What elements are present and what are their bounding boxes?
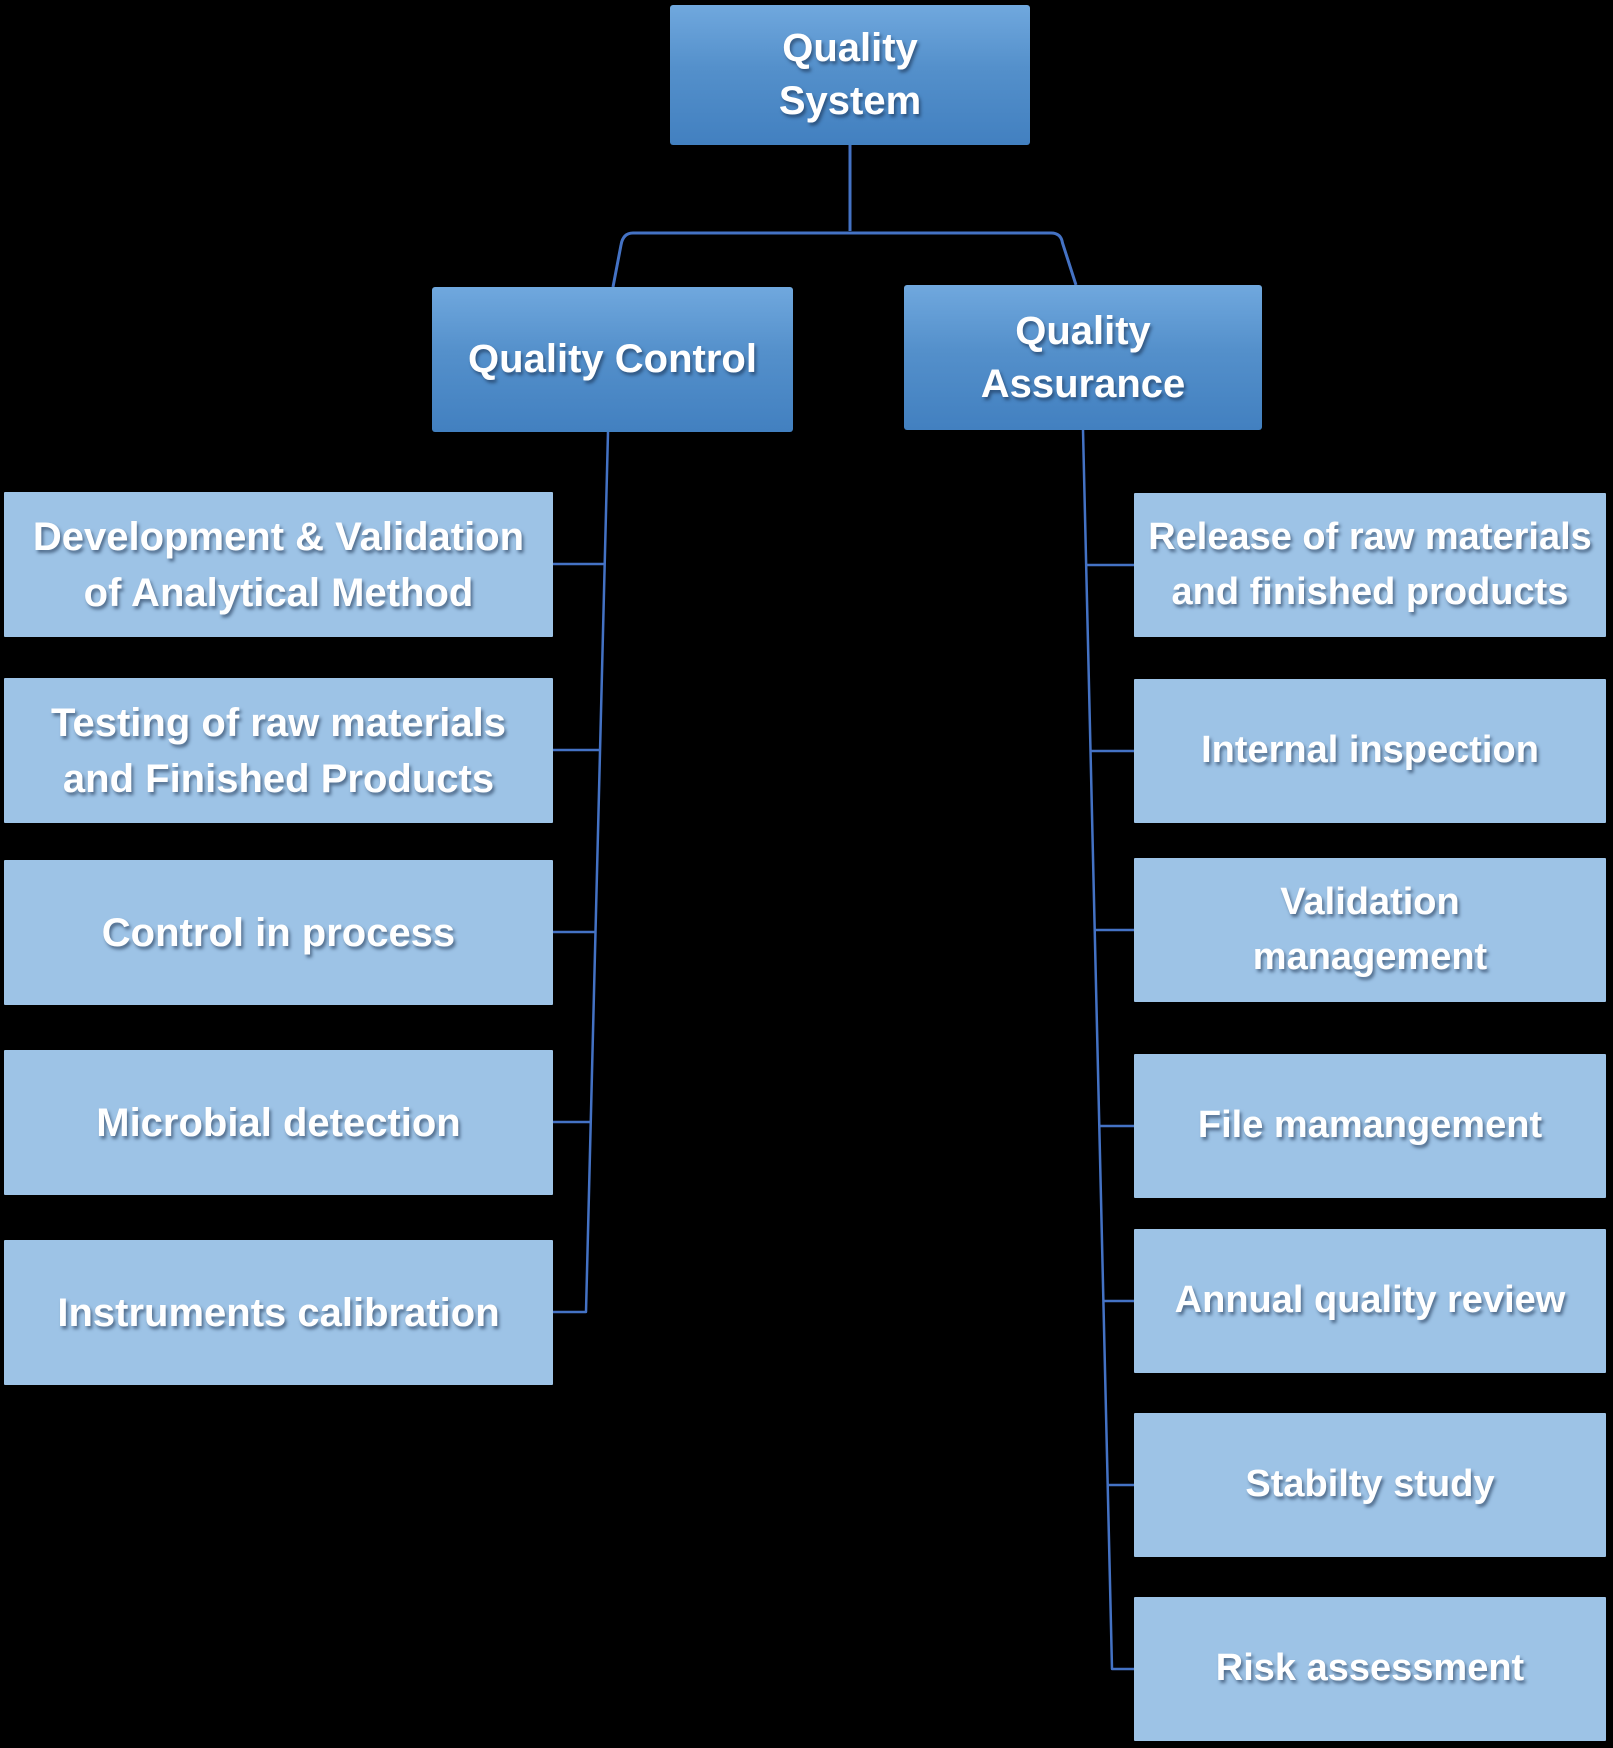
connector-branch-bar: [611, 231, 1078, 288]
leaf-node-stability-study: Stabilty study: [1134, 1413, 1606, 1557]
leaf-node-control-in-process: Control in process: [4, 860, 553, 1005]
leaf-node-development-validation: Development & Validation of Analytical M…: [4, 492, 553, 637]
leaf-node-release-raw-materials: Release of raw materials and finished pr…: [1134, 493, 1606, 637]
branch-node-quality-control: Quality Control: [432, 287, 793, 432]
root-node-quality-system: Quality System: [670, 5, 1030, 145]
connector-qa-spine: [1081, 429, 1134, 1671]
leaf-node-testing-raw-materials: Testing of raw materials and Finished Pr…: [4, 678, 553, 823]
leaf-node-file-management: File mamangement: [1134, 1054, 1606, 1198]
connector-qc-spine: [553, 431, 610, 1314]
leaf-node-instruments-calibration: Instruments calibration: [4, 1240, 553, 1385]
leaf-node-validation-management: Validation management: [1134, 858, 1606, 1002]
leaf-node-microbial-detection: Microbial detection: [4, 1050, 553, 1195]
leaf-node-risk-assessment: Risk assessment: [1134, 1597, 1606, 1741]
leaf-node-annual-quality-review: Annual quality review: [1134, 1229, 1606, 1373]
leaf-node-internal-inspection: Internal inspection: [1134, 679, 1606, 823]
branch-node-quality-assurance: Quality Assurance: [904, 285, 1262, 430]
